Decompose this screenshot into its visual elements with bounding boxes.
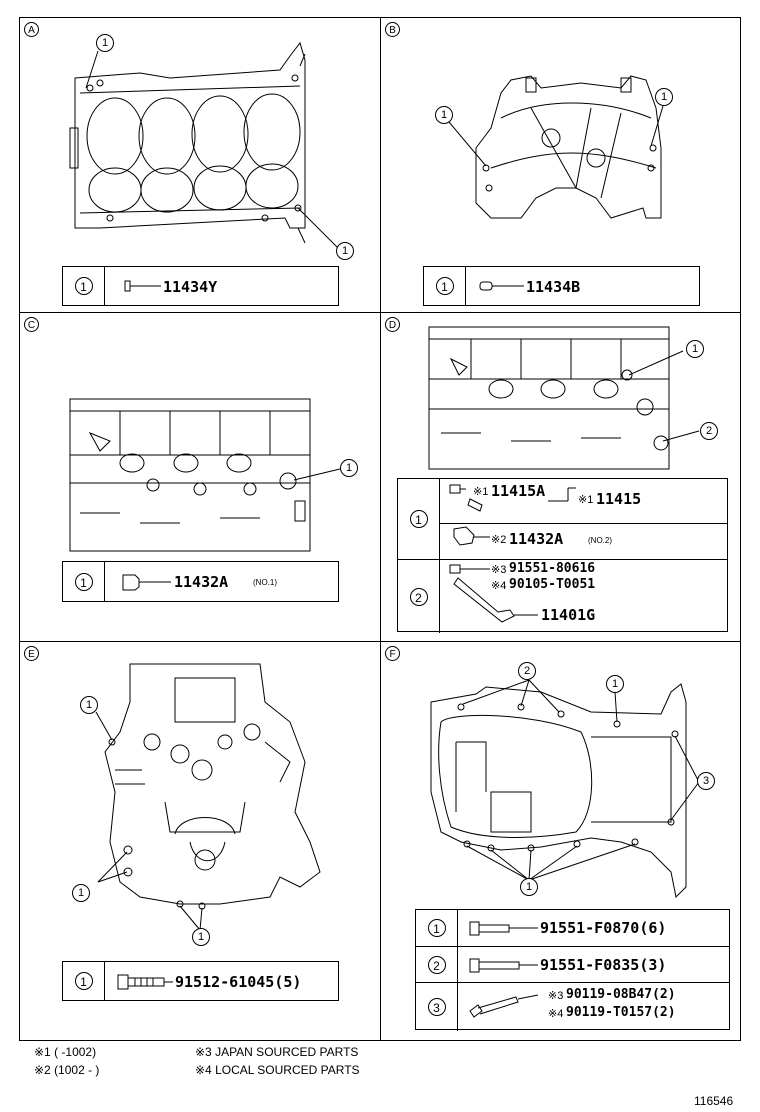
part-note: (NO.2) (588, 536, 612, 545)
supersession-mark: ※4 (548, 1008, 564, 1020)
item-number: 1 (409, 510, 428, 528)
part-number: 91551-80616 (509, 561, 596, 576)
panel-label: B (385, 22, 400, 37)
item-number: 1 (435, 277, 454, 295)
table-row: 2 ※3 91551-80616 ※4 90105-T0051 11401G (398, 559, 727, 633)
item-number: 1 (427, 919, 446, 937)
callout-1: 1 (72, 884, 90, 902)
part-number: 90119-T0157(2) (566, 1005, 676, 1020)
callout-1: 1 (80, 696, 98, 714)
callout-2: 2 (700, 422, 718, 440)
engine-block-top-view (20, 18, 382, 258)
panel-a: A 1 1 1 11434Y (19, 17, 381, 313)
sensor-icons (398, 479, 729, 559)
panel-label: C (24, 317, 39, 332)
part-number: 11415A (491, 482, 546, 500)
part-number: 11415 (596, 490, 642, 508)
oil-pan-top-view (381, 642, 742, 902)
footnote-1: ※1 ( -1002) (34, 1045, 97, 1059)
part-number: 11432A (174, 573, 229, 591)
item-number: 1 (74, 572, 93, 591)
table-row: 1 91551-F0870(6) (416, 910, 729, 946)
panel-c: C 1 1 11432A (NO.1) (19, 312, 381, 642)
part-number: 90105-T0051 (509, 577, 596, 592)
supersession-mark: ※1 (578, 494, 594, 506)
part-number: 91512-61045(5) (175, 973, 302, 991)
callout-1: 1 (435, 106, 453, 124)
panel-b: B 1 1 1 11434B (380, 17, 741, 313)
parts-table: 1 91551-F0870(6) 2 91551-F0835(3) 3 ※3 9… (415, 909, 730, 1031)
callout-1: 1 (96, 34, 114, 52)
engine-block-side-view (20, 313, 382, 573)
item-number: 2 (427, 955, 446, 974)
parts-table: 1 11432A (NO.1) (62, 561, 339, 602)
part-note: (NO.1) (253, 578, 277, 587)
part-number: 90119-08B47(2) (566, 987, 676, 1002)
footnote-3: ※3 JAPAN SOURCED PARTS (195, 1045, 359, 1059)
panel-label: D (385, 317, 400, 332)
part-number: 11434B (526, 278, 581, 296)
callout-3: 3 (697, 772, 715, 790)
parts-table: 1 ※1 11415A ※1 11415 ※2 11432A (397, 478, 728, 633)
item-number: 3 (427, 998, 446, 1016)
callout-2: 2 (518, 662, 536, 680)
parts-table: 1 11434Y (62, 266, 339, 306)
callout-1: 1 (655, 88, 673, 106)
part-number: 91551-F0870(6) (540, 919, 667, 937)
supersession-mark: ※3 (548, 990, 564, 1002)
panel-d: D 1 2 1 (380, 312, 741, 642)
callout-1: 1 (192, 928, 210, 946)
footnote-2: ※2 (1002 - ) (34, 1063, 100, 1077)
callout-1: 1 (686, 340, 704, 358)
panel-e: E 1 1 1 1 (19, 641, 381, 1041)
part-number: 11432A (509, 530, 564, 548)
item-number: 1 (74, 277, 93, 295)
table-row: 3 ※3 90119-08B47(2) ※4 90119-T0157(2) (416, 982, 729, 1031)
part-number: 91551-F0835(3) (540, 956, 667, 974)
supersession-mark: ※1 (473, 486, 489, 498)
part-number: 11434Y (163, 278, 218, 296)
parts-table: 1 91512-61045(5) (62, 961, 339, 1001)
callout-1: 1 (336, 242, 354, 260)
supersession-mark: ※3 (491, 564, 507, 576)
panel-f: F 2 1 3 1 1 (380, 641, 741, 1041)
callout-1: 1 (606, 675, 624, 693)
engine-block-side-view (381, 313, 742, 483)
engine-block-rear-view (381, 18, 742, 258)
part-number: 11401G (541, 606, 596, 624)
table-row: 2 91551-F0835(3) (416, 946, 729, 982)
callout-1: 1 (340, 459, 358, 477)
callout-1: 1 (520, 878, 538, 896)
supersession-mark: ※4 (491, 580, 507, 592)
supersession-mark: ※2 (491, 534, 507, 546)
panel-label: F (385, 646, 400, 661)
panel-label: A (24, 22, 39, 37)
table-row: 1 ※1 11415A ※1 11415 ※2 11432A (398, 479, 727, 559)
figure-id: 116546 (694, 1094, 734, 1108)
footnote-4: ※4 LOCAL SOURCED PARTS (195, 1063, 360, 1077)
item-number: 2 (409, 587, 428, 606)
engine-block-front-view (20, 642, 382, 952)
panel-label: E (24, 646, 39, 661)
item-number: 1 (74, 972, 93, 990)
parts-table: 1 11434B (423, 266, 700, 306)
